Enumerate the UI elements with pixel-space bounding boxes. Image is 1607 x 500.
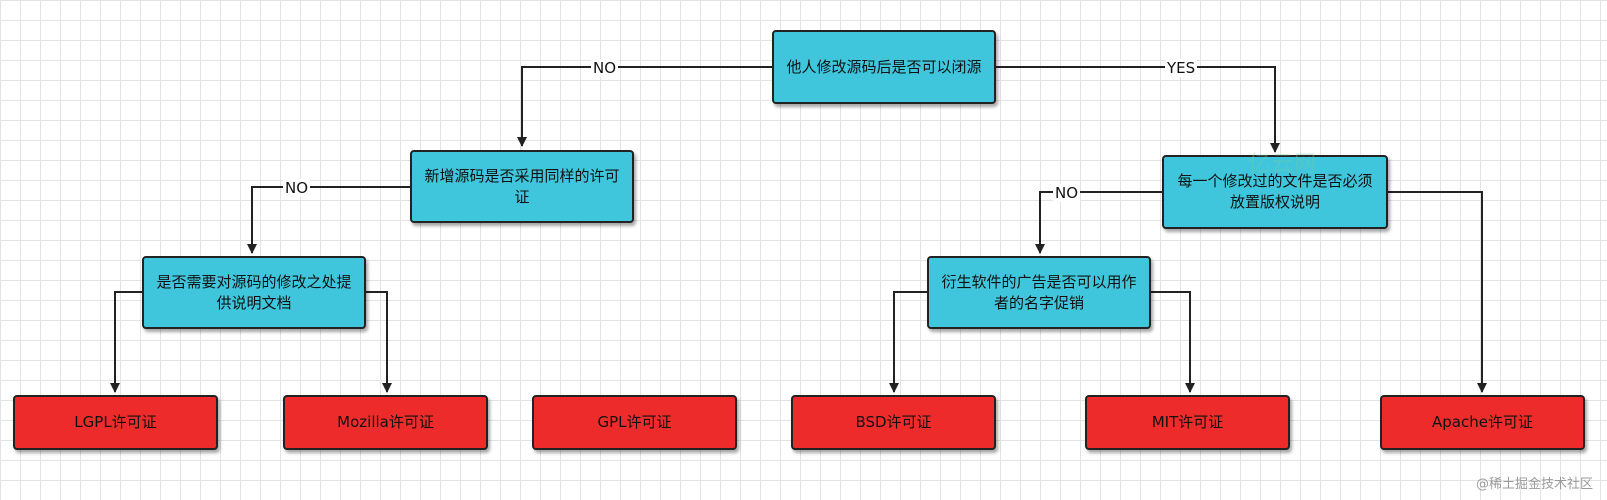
license-lgpl: LGPL许可证 — [13, 395, 218, 450]
license-mit-label: MIT许可证 — [1151, 413, 1224, 431]
decision-root: 他人修改源码后是否可以闭源 — [772, 30, 996, 104]
decision-root-label: 他人修改源码后是否可以闭源 — [786, 57, 982, 76]
edge-doc-to-lgpl — [110, 291, 142, 393]
edge-label-root-no: NO — [591, 59, 619, 77]
decision-copyright-notice-label: 每一个修改过的文件是否必须放置版权说明 — [1177, 172, 1373, 211]
license-mit: MIT许可证 — [1085, 395, 1290, 450]
edge-copyright-to-apache — [1388, 191, 1487, 393]
edge-label-root-yes: YES — [1165, 59, 1198, 77]
edge-doc-to-mozilla — [366, 291, 392, 393]
edge-label-same-license-no: NO — [283, 179, 311, 197]
faint-logo-mark: 亿云网 — [1248, 152, 1318, 177]
decision-author-name: 衍生软件的广告是否可以用作者的名字促销 — [927, 256, 1151, 329]
license-mozilla: Mozilla许可证 — [283, 395, 488, 450]
edge-author-to-bsd — [889, 291, 927, 393]
license-gpl: GPL许可证 — [532, 395, 737, 450]
license-bsd-label: BSD许可证 — [855, 413, 932, 431]
edge-copyright-no — [1035, 191, 1162, 254]
decision-same-license-label: 新增源码是否采用同样的许可证 — [424, 166, 620, 206]
edge-root-yes — [996, 66, 1280, 153]
edge-author-to-mit — [1151, 291, 1195, 393]
watermark: @稀土掘金技术社区 — [1475, 477, 1593, 492]
edge-label-copyright-no: NO — [1053, 184, 1081, 202]
decision-same-license: 新增源码是否采用同样的许可证 — [410, 150, 634, 223]
license-apache-label: Apache许可证 — [1432, 413, 1533, 431]
license-bsd: BSD许可证 — [791, 395, 996, 450]
license-mozilla-label: Mozilla许可证 — [337, 413, 434, 431]
edge-same-license-no — [247, 186, 410, 254]
decision-author-name-label: 衍生软件的广告是否可以用作者的名字促销 — [941, 272, 1137, 312]
decision-doc-required: 是否需要对源码的修改之处提供说明文档 — [142, 256, 366, 329]
edge-root-no — [517, 66, 772, 147]
license-lgpl-label: LGPL许可证 — [74, 413, 157, 431]
license-gpl-label: GPL许可证 — [597, 413, 672, 431]
license-apache: Apache许可证 — [1380, 395, 1585, 450]
decision-copyright-notice: 每一个修改过的文件是否必须放置版权说明 — [1162, 155, 1388, 229]
decision-doc-required-label: 是否需要对源码的修改之处提供说明文档 — [156, 272, 352, 312]
